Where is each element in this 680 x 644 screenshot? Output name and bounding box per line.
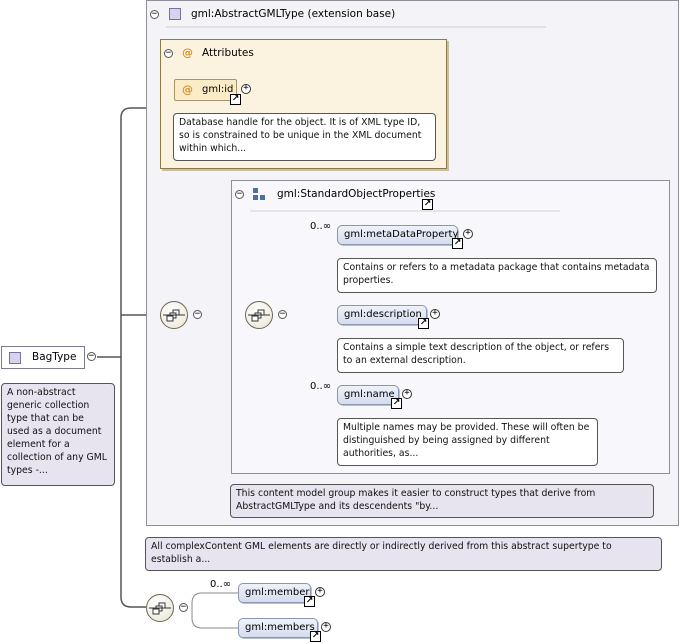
gml-id-documentation: Database handle for the object. It is of… bbox=[173, 113, 436, 161]
element-member[interactable]: gml:member bbox=[238, 583, 311, 603]
group-documentation: This content model group makes it easier… bbox=[230, 484, 654, 518]
gml-id-attribute[interactable]: @ gml:id bbox=[174, 79, 237, 101]
expand-plus-icon[interactable]: + bbox=[241, 84, 251, 94]
attributes-collapse-toggle[interactable]: − bbox=[164, 48, 173, 58]
complex-type-icon bbox=[169, 8, 181, 20]
expand-plus-icon[interactable]: + bbox=[430, 309, 440, 319]
metadata-property-documentation: Contains or refers to a metadata package… bbox=[337, 258, 657, 293]
sequence-collapse-toggle[interactable]: − bbox=[179, 602, 188, 612]
root-bagtype-node[interactable]: BagType bbox=[1, 346, 85, 369]
expand-plus-icon[interactable]: + bbox=[402, 389, 412, 399]
extension-collapse-toggle[interactable]: − bbox=[150, 9, 159, 19]
description-documentation: Contains a simple text description of th… bbox=[337, 338, 624, 373]
sequence-glyph bbox=[163, 309, 185, 322]
extension-documentation: All complexContent GML elements are dire… bbox=[145, 537, 662, 571]
sequence-glyph bbox=[248, 309, 270, 322]
group-collapse-toggle[interactable]: − bbox=[235, 189, 244, 199]
root-documentation: A non-abstract generic collection type t… bbox=[1, 383, 115, 486]
sequence-collapse-toggle[interactable]: − bbox=[193, 309, 202, 319]
root-name: BagType bbox=[32, 351, 77, 363]
element-members[interactable]: gml:members bbox=[238, 618, 318, 638]
link-arrow-icon[interactable]: ↗ bbox=[418, 318, 429, 329]
attribute-icon: @ bbox=[182, 83, 193, 96]
link-arrow-icon[interactable]: ↗ bbox=[304, 596, 315, 607]
occurrence-label: 0..∞ bbox=[310, 381, 332, 392]
link-arrow-icon[interactable]: ↗ bbox=[391, 398, 402, 409]
complex-type-icon bbox=[9, 352, 21, 364]
title-underline bbox=[166, 26, 546, 28]
sequence-compositor-icon[interactable] bbox=[160, 301, 188, 329]
attributes-title: Attributes bbox=[202, 47, 254, 59]
group-icon bbox=[253, 188, 265, 200]
element-name[interactable]: gml:name bbox=[337, 385, 399, 405]
group-title: gml:StandardObjectProperties bbox=[277, 188, 436, 200]
expand-plus-icon[interactable]: + bbox=[315, 587, 325, 597]
sequence-glyph bbox=[149, 602, 171, 615]
sequence-collapse-toggle[interactable]: − bbox=[278, 309, 287, 319]
occurrence-label: 0..∞ bbox=[310, 221, 332, 232]
group-title-underline bbox=[250, 210, 560, 212]
sequence-compositor-icon[interactable] bbox=[146, 594, 174, 622]
element-metadata-property[interactable]: gml:metaDataProperty bbox=[337, 225, 458, 245]
element-description[interactable]: gml:description bbox=[337, 305, 427, 325]
link-arrow-icon[interactable]: ↗ bbox=[230, 94, 241, 105]
link-arrow-icon[interactable]: ↗ bbox=[452, 238, 463, 249]
root-collapse-toggle[interactable]: − bbox=[87, 351, 96, 361]
name-documentation: Multiple names may be provided. These wi… bbox=[337, 418, 598, 466]
occurrence-label: 0..∞ bbox=[210, 579, 232, 590]
attribute-icon: @ bbox=[182, 46, 193, 59]
expand-plus-icon[interactable]: + bbox=[463, 229, 473, 239]
link-arrow-icon[interactable]: ↗ bbox=[422, 199, 433, 210]
link-arrow-icon[interactable]: ↗ bbox=[310, 631, 321, 642]
gml-id-label: gml:id bbox=[202, 84, 234, 95]
sequence-compositor-icon[interactable] bbox=[245, 301, 273, 329]
expand-plus-icon[interactable]: + bbox=[321, 622, 331, 632]
extension-title: gml:AbstractGMLType (extension base) bbox=[191, 8, 396, 20]
